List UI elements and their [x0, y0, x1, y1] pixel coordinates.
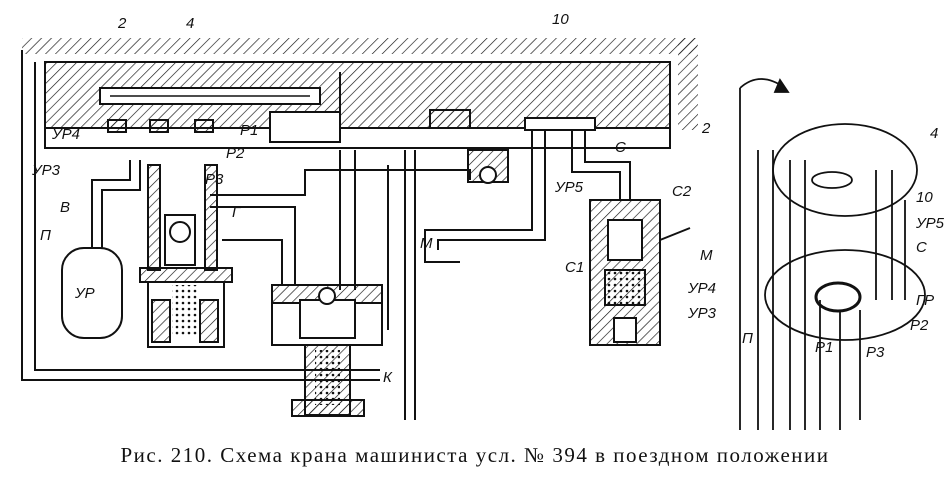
rlabel-s: С	[916, 239, 927, 256]
label-2: 2	[117, 15, 127, 32]
label-k: К	[383, 369, 393, 386]
label-ur3: УР3	[31, 162, 61, 179]
rlabel-10: 10	[916, 189, 933, 206]
label-p1: Р1	[240, 122, 258, 139]
main-schematic	[21, 38, 698, 420]
rlabel-ur5: УР5	[915, 215, 945, 232]
label-s2: С2	[672, 183, 692, 200]
schematic-labels: 2 4 10 УР4 УР3 Р1 Р2 Р3 УР5 С С1 С2 В П …	[31, 11, 692, 386]
rlabel-m: М	[700, 247, 713, 264]
label-s: С	[615, 139, 626, 156]
rlabel-ur3: УР3	[687, 305, 717, 322]
label-ur4: УР4	[51, 126, 80, 143]
label-p2: Р2	[226, 145, 245, 162]
label-v: В	[60, 199, 70, 216]
rotary-valve-view	[739, 78, 926, 430]
rlabel-p2: Р2	[910, 317, 929, 334]
label-ur: УР	[74, 285, 95, 302]
label-p: П	[40, 227, 51, 244]
rlabel-p1: Р1	[815, 339, 833, 356]
rlabel-p3: Р3	[866, 344, 885, 361]
rlabel-p: П	[742, 330, 753, 347]
label-s1: С1	[565, 259, 584, 276]
label-10: 10	[552, 11, 569, 28]
rlabel-4: 4	[930, 125, 938, 142]
rotary-valve-labels: 2 4 10 УР5 С М ГР УР4 УР3 Р2 Р1 Р3 П	[687, 120, 945, 361]
label-ur5: УР5	[554, 179, 584, 196]
label-p3: Р3	[205, 171, 224, 188]
rlabel-2: 2	[701, 120, 711, 137]
rlabel-ur4: УР4	[687, 280, 716, 297]
label-4: 4	[186, 15, 194, 32]
label-m: М	[420, 235, 433, 252]
figure-caption: Рис. 210. Схема крана машиниста усл. № 3…	[120, 443, 830, 467]
rlabel-gr: ГР	[916, 292, 934, 309]
label-g: Г	[232, 204, 242, 221]
